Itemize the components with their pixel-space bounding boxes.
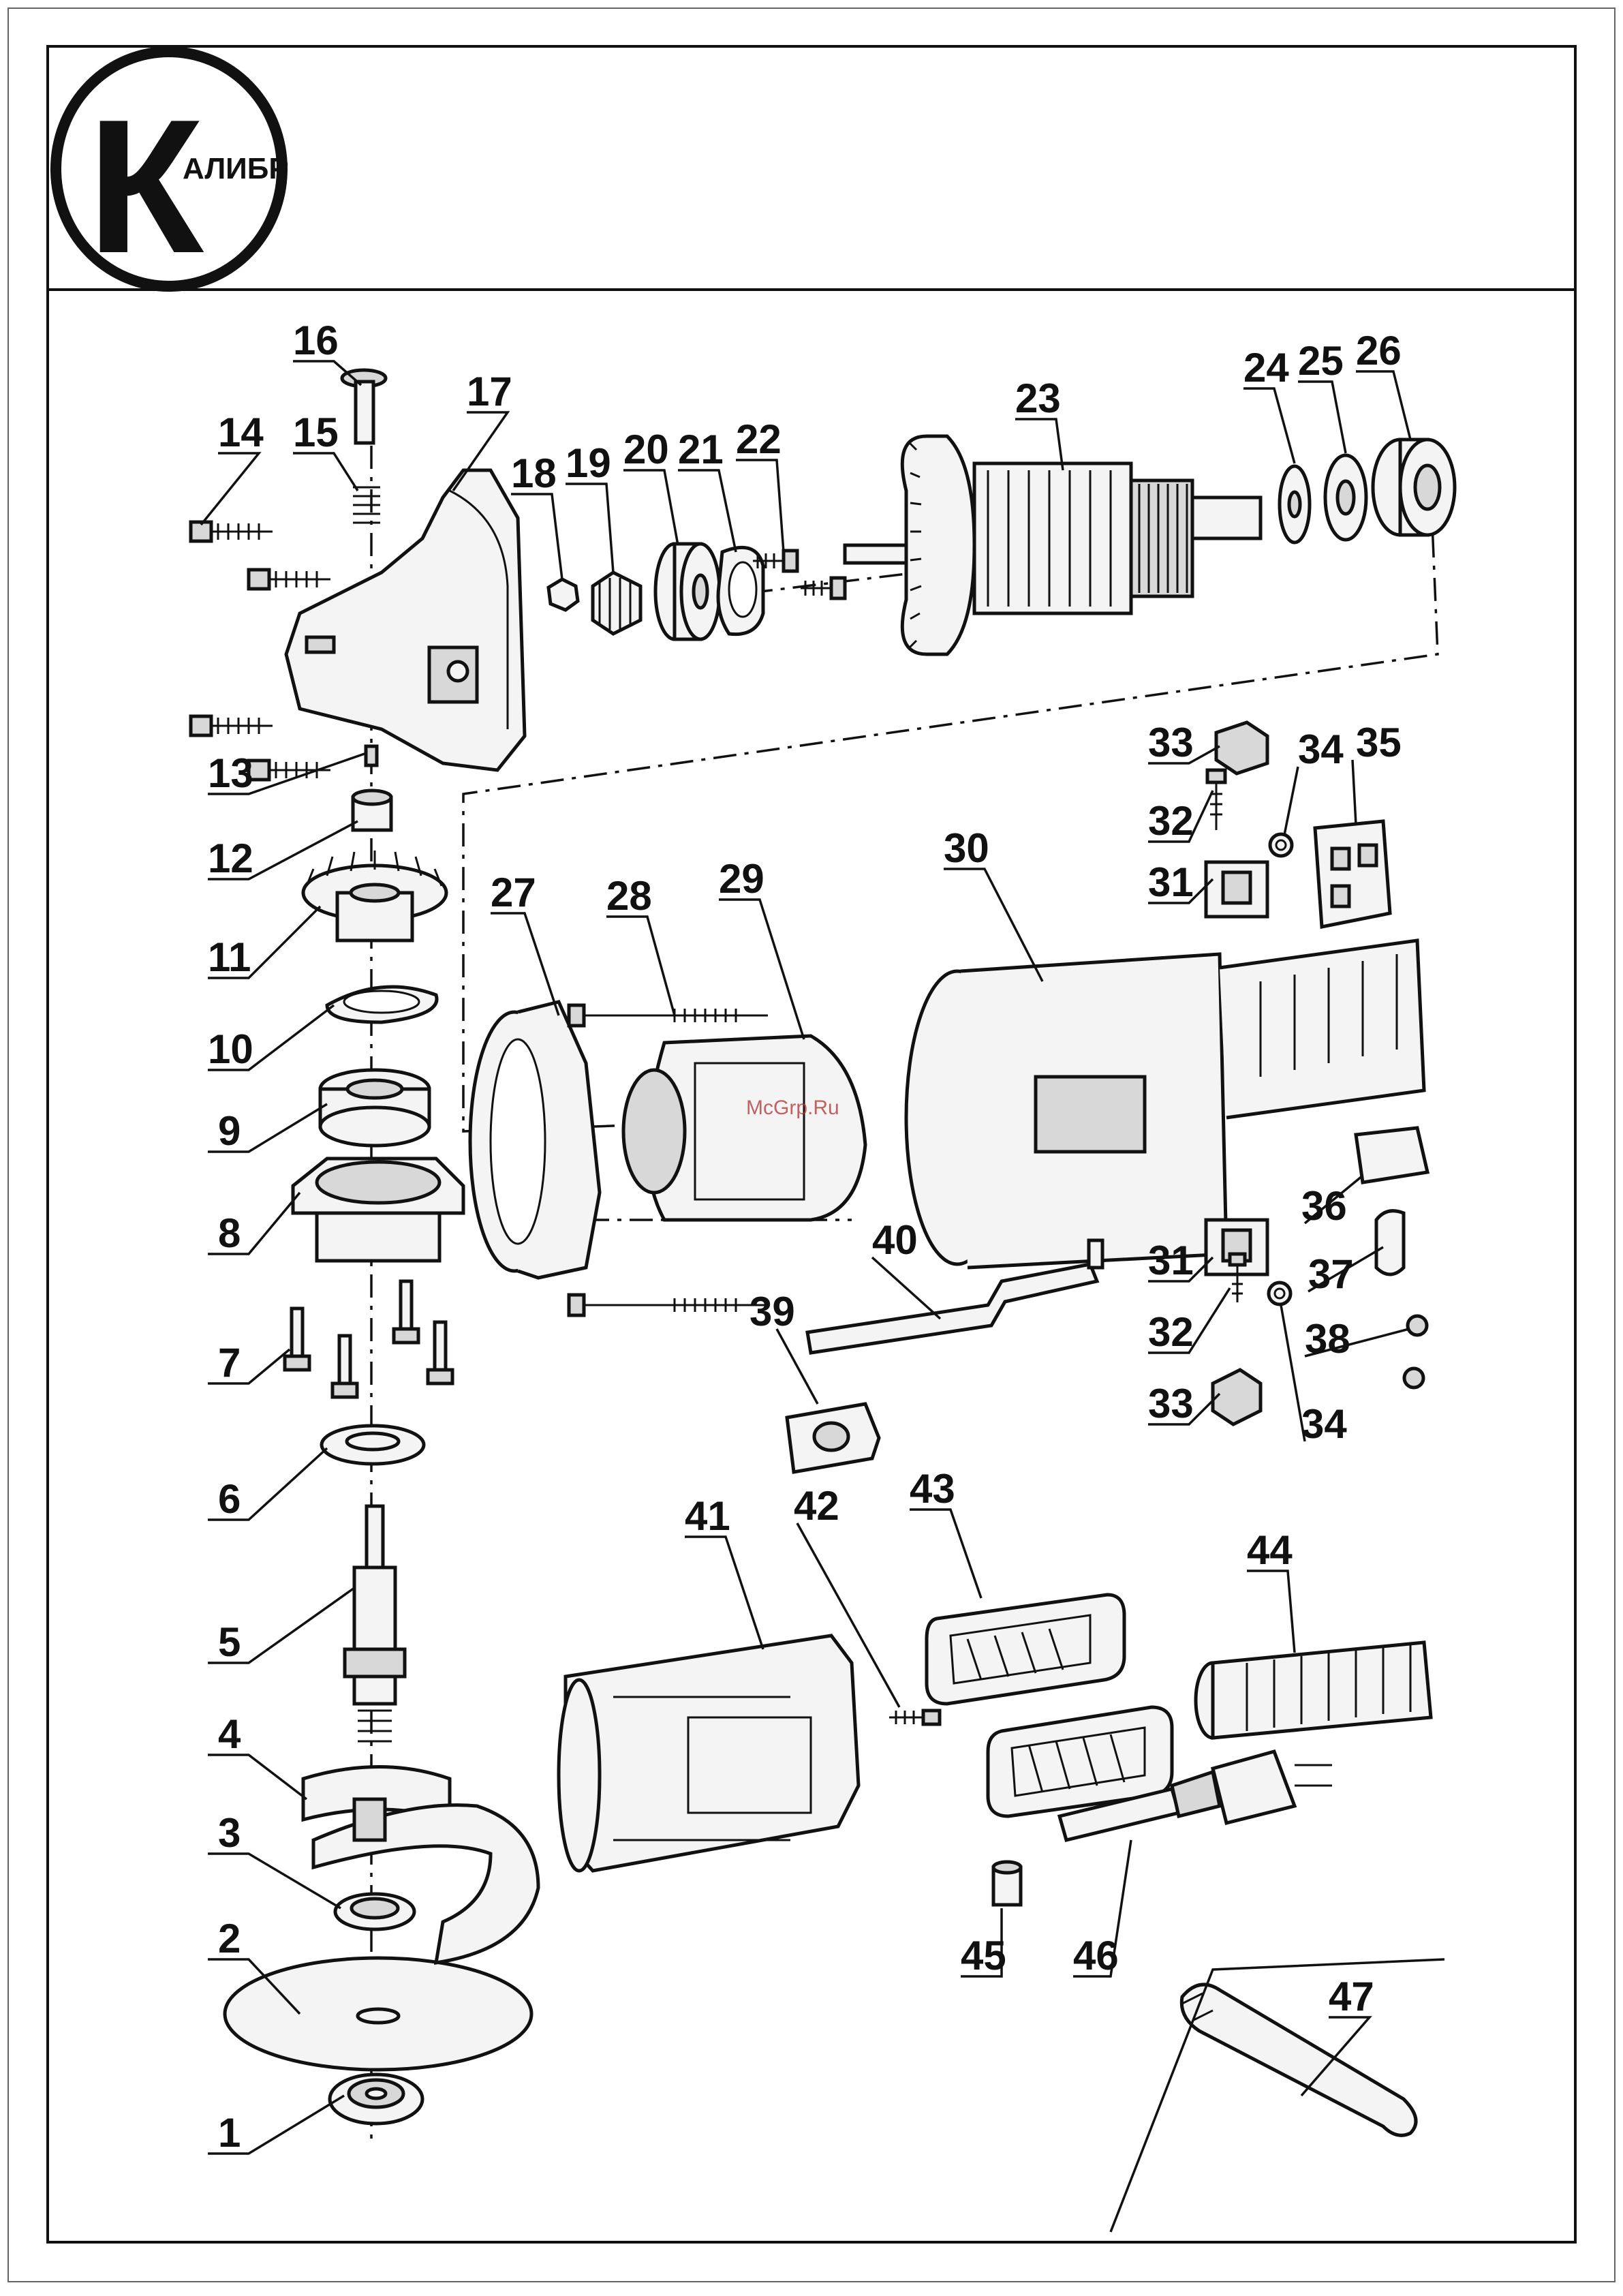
callout-34a: 34 xyxy=(1298,726,1344,772)
callout-8: 8 xyxy=(218,1210,241,1256)
callout-20: 20 xyxy=(623,427,669,472)
callout-24: 24 xyxy=(1243,345,1289,391)
logo-letter: К xyxy=(87,80,206,293)
part-5-spindle xyxy=(345,1506,405,1741)
part-44-side-handle xyxy=(1196,1642,1431,1738)
part-32-screw-top xyxy=(1207,770,1225,830)
callout-45: 45 xyxy=(961,1933,1006,1978)
callout-44: 44 xyxy=(1247,1527,1293,1573)
callout-5: 5 xyxy=(218,1619,241,1665)
callout-34b: 34 xyxy=(1301,1401,1347,1447)
part-8-bearing-housing xyxy=(293,1159,463,1261)
part-29-stator xyxy=(623,1036,865,1220)
part-19-pinion xyxy=(593,572,640,634)
callout-36: 36 xyxy=(1301,1183,1347,1229)
part-6-washer xyxy=(322,1426,424,1464)
part-39-switch-button xyxy=(787,1404,879,1472)
callout-29: 29 xyxy=(719,856,764,902)
callout-35: 35 xyxy=(1356,720,1402,765)
part-10-circlip xyxy=(327,987,437,1022)
callout-30: 30 xyxy=(944,825,989,871)
part-41-rear-housing xyxy=(559,1636,859,1871)
callout-28: 28 xyxy=(606,873,652,919)
callout-10: 10 xyxy=(208,1026,253,1072)
callout-1: 1 xyxy=(218,2110,241,2156)
part-35-switch xyxy=(1315,821,1390,927)
callout-11: 11 xyxy=(208,934,251,980)
callout-32a: 32 xyxy=(1148,798,1194,844)
part-7-screws xyxy=(285,1281,452,1397)
callout-3: 3 xyxy=(218,1810,241,1856)
part-11-bevel-gear xyxy=(303,851,446,940)
callout-40: 40 xyxy=(872,1217,918,1263)
part-15-spring xyxy=(353,487,380,523)
part-33-carbon-brush-bottom xyxy=(1213,1370,1261,1424)
logo-text: АЛИБР xyxy=(183,152,289,185)
part-1-flange-nut xyxy=(330,2075,422,2124)
callout-22: 22 xyxy=(736,416,782,462)
part-27-air-baffle xyxy=(470,1002,600,1278)
callout-7: 7 xyxy=(218,1340,241,1386)
callout-33a: 33 xyxy=(1148,720,1194,765)
callout-39: 39 xyxy=(749,1289,795,1334)
part-12-sleeve xyxy=(353,791,391,830)
callout-26: 26 xyxy=(1356,328,1402,373)
callout-27: 27 xyxy=(491,870,536,915)
callout-9: 9 xyxy=(218,1108,241,1154)
callout-32b: 32 xyxy=(1148,1309,1194,1355)
callout-47: 47 xyxy=(1329,1974,1374,2019)
callout-31a: 31 xyxy=(1148,859,1194,905)
callout-6: 6 xyxy=(218,1476,241,1522)
part-18-nut xyxy=(548,579,578,610)
part-24-washer xyxy=(1280,466,1310,542)
part-20-bearing xyxy=(655,544,720,639)
part-42-screw xyxy=(889,1711,940,1724)
callout-16: 16 xyxy=(293,318,339,363)
callout-43: 43 xyxy=(910,1466,955,1512)
callout-14: 14 xyxy=(218,410,264,455)
callout-37: 37 xyxy=(1308,1251,1354,1297)
part-26-bearing xyxy=(1373,440,1455,535)
callout-42: 42 xyxy=(794,1483,839,1529)
callout-41: 41 xyxy=(685,1493,730,1539)
part-36-capacitor xyxy=(1356,1128,1427,1182)
callout-12: 12 xyxy=(208,836,253,881)
callout-31b: 31 xyxy=(1148,1238,1194,1283)
callout-4: 4 xyxy=(218,1711,241,1757)
part-33-carbon-brush-top xyxy=(1216,722,1267,774)
part-2-disc xyxy=(225,1958,531,2070)
part-43-filter-cover-top xyxy=(927,1595,1124,1704)
callout-33b: 33 xyxy=(1148,1381,1194,1426)
part-4-wheel-guard xyxy=(303,1767,538,1963)
callout-23: 23 xyxy=(1015,376,1061,421)
watermark: McGrp.Ru xyxy=(746,1097,839,1119)
callout-15: 15 xyxy=(293,410,339,455)
part-38-screws xyxy=(1404,1316,1427,1388)
kalibr-logo: К АЛИБР xyxy=(56,52,289,293)
part-25-spacer xyxy=(1325,455,1366,540)
callout-2: 2 xyxy=(218,1916,241,1961)
part-32-screw-bottom xyxy=(1230,1254,1245,1302)
part-13-pin xyxy=(366,746,377,765)
callout-17: 17 xyxy=(467,369,512,414)
part-34-brush-spring-top xyxy=(1270,834,1292,856)
callout-46: 46 xyxy=(1073,1933,1119,1978)
callout-19: 19 xyxy=(566,440,611,486)
callout-25: 25 xyxy=(1298,338,1344,384)
callout-13: 13 xyxy=(208,750,253,796)
part-23-armature xyxy=(845,436,1261,654)
part-3-inner-flange xyxy=(335,1894,414,1929)
callout-18: 18 xyxy=(511,450,557,496)
part-9-bearing xyxy=(320,1070,429,1146)
callout-38: 38 xyxy=(1305,1316,1350,1362)
part-37-cable-clamp xyxy=(1376,1211,1404,1274)
part-47-wrench xyxy=(1181,1985,1416,2135)
part-34-brush-spring-bottom xyxy=(1269,1283,1290,1304)
part-17-gear-housing xyxy=(286,470,525,770)
part-31-brush-holder-top xyxy=(1206,862,1267,917)
callout-21: 21 xyxy=(678,427,724,472)
part-45-cable-sleeve xyxy=(993,1862,1021,1905)
part-16-lock-pin xyxy=(342,370,386,443)
